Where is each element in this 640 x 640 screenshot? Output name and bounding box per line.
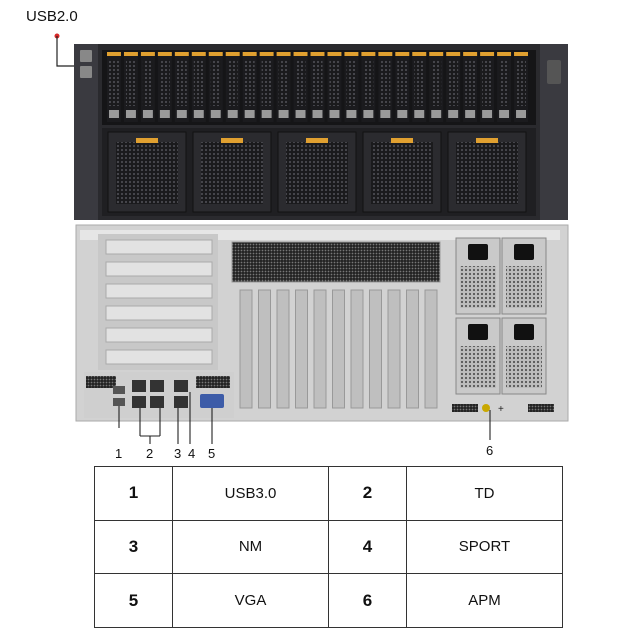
- table-row: 3 NM 4 SPORT: [94, 519, 563, 575]
- server-front-view: [74, 44, 568, 220]
- fan-modules: [107, 131, 527, 213]
- rear-vent: [231, 241, 441, 283]
- hdd-tray-icon: [514, 52, 528, 122]
- rj45-port: [150, 396, 164, 408]
- callout-3: 3: [174, 446, 182, 461]
- pcie-slot: [258, 289, 271, 409]
- pcie-slot: [276, 289, 290, 409]
- pcie-slot-cover: [105, 239, 213, 255]
- hdd-tray-icon: [140, 52, 155, 122]
- serial-port: [174, 396, 188, 408]
- pcie-slot-cover: [105, 305, 213, 321]
- hdd-tray-icon: [378, 52, 393, 122]
- pcie-slot: [350, 289, 364, 409]
- psu-socket-icon: [455, 237, 501, 315]
- hdd-tray-icon: [242, 52, 257, 122]
- callout-1: 1: [115, 446, 123, 461]
- hdd-tray-icon: [412, 52, 427, 122]
- port-number: 1: [94, 466, 173, 521]
- pcie-riser-left: [98, 234, 218, 370]
- hdd-tray-icon: [259, 52, 274, 122]
- rj45-port: [132, 396, 146, 408]
- port-name: APM: [406, 573, 563, 628]
- rj45-port: [150, 380, 164, 392]
- svg-text:+: +: [498, 404, 504, 415]
- vga-port: [200, 394, 224, 408]
- fan-module-icon: [362, 131, 442, 213]
- table-row: 1 USB3.0 2 TD: [94, 466, 563, 521]
- fan-module-icon: [447, 131, 527, 213]
- usb2-port: [80, 66, 92, 78]
- callout-5: 5: [208, 446, 216, 461]
- pcie-slot: [332, 289, 345, 409]
- port-name: SPORT: [406, 519, 563, 575]
- pcie-slot-cover: [105, 261, 213, 277]
- pcie-slot: [239, 289, 253, 409]
- pcie-slot-cover: [105, 327, 213, 343]
- psu-socket-icon: [501, 317, 547, 395]
- pcie-slot: [424, 289, 438, 409]
- callout-2: 2: [146, 446, 154, 461]
- control-panel: [547, 60, 561, 84]
- table-row: 5 VGA 6 APM: [94, 573, 563, 628]
- pcie-slot: [313, 289, 327, 409]
- usb3-port: [113, 386, 125, 394]
- hdd-tray-icon: [225, 52, 240, 122]
- pcie-slot-cover: [105, 349, 213, 365]
- callout-4: 4: [188, 446, 196, 461]
- usb3-port: [113, 398, 125, 406]
- pcie-slot: [387, 289, 401, 409]
- hdd-tray-icon: [361, 52, 376, 122]
- port-legend-table: 1 USB3.0 2 TD 3 NM 4 SPORT 5 VGA 6 APM: [94, 466, 563, 628]
- port-name: NM: [172, 519, 329, 575]
- port-number: 2: [328, 466, 407, 521]
- fan-module-icon: [107, 131, 187, 213]
- hdd-tray-icon: [174, 52, 189, 122]
- callout-leaders: [118, 392, 491, 444]
- hdd-tray-icon: [310, 52, 325, 122]
- server-rear-view: +: [75, 224, 569, 422]
- power-supplies: [455, 237, 547, 395]
- hdd-tray-icon: [395, 52, 410, 122]
- pcie-slot: [406, 289, 419, 409]
- fan-module-icon: [192, 131, 272, 213]
- hdd-tray-icon: [327, 52, 342, 122]
- mgmt-port: [174, 380, 188, 392]
- hdd-tray-icon: [276, 52, 291, 122]
- pcie-slot: [295, 289, 308, 409]
- ground-screw-icon: [482, 404, 490, 412]
- port-number: 6: [328, 573, 407, 628]
- port-name: USB3.0: [172, 466, 329, 521]
- port-number: 5: [94, 573, 173, 628]
- psu-socket-icon: [455, 317, 501, 395]
- fan-module-icon: [277, 131, 357, 213]
- hdd-tray-icon: [208, 52, 223, 122]
- pcie-slot: [369, 289, 382, 409]
- pcie-slot-cover: [105, 283, 213, 299]
- hdd-tray-icon: [446, 52, 461, 122]
- hdd-tray-icon: [107, 52, 121, 122]
- port-number: 3: [94, 519, 173, 575]
- hdd-tray-icon: [429, 52, 444, 122]
- hdd-tray-icon: [480, 52, 495, 122]
- hdd-tray-icon: [191, 52, 206, 122]
- rj45-port: [132, 380, 146, 392]
- hdd-tray-icon: [293, 52, 308, 122]
- port-name: TD: [406, 466, 563, 521]
- usb2-callout-leader: [54, 33, 80, 67]
- hdd-tray-icon: [463, 52, 478, 122]
- psu-socket-icon: [501, 237, 547, 315]
- port-name: VGA: [172, 573, 329, 628]
- usb2-port: [80, 50, 92, 62]
- hdd-tray-icon: [497, 52, 512, 122]
- usb2-label: USB2.0: [26, 8, 78, 25]
- pcie-slots: [239, 289, 438, 409]
- callout-6: 6: [486, 443, 494, 458]
- port-number: 4: [328, 519, 407, 575]
- hdd-tray-icon: [123, 52, 138, 122]
- drive-trays: [107, 52, 528, 122]
- hdd-tray-icon: [157, 52, 172, 122]
- hdd-tray-icon: [344, 52, 359, 122]
